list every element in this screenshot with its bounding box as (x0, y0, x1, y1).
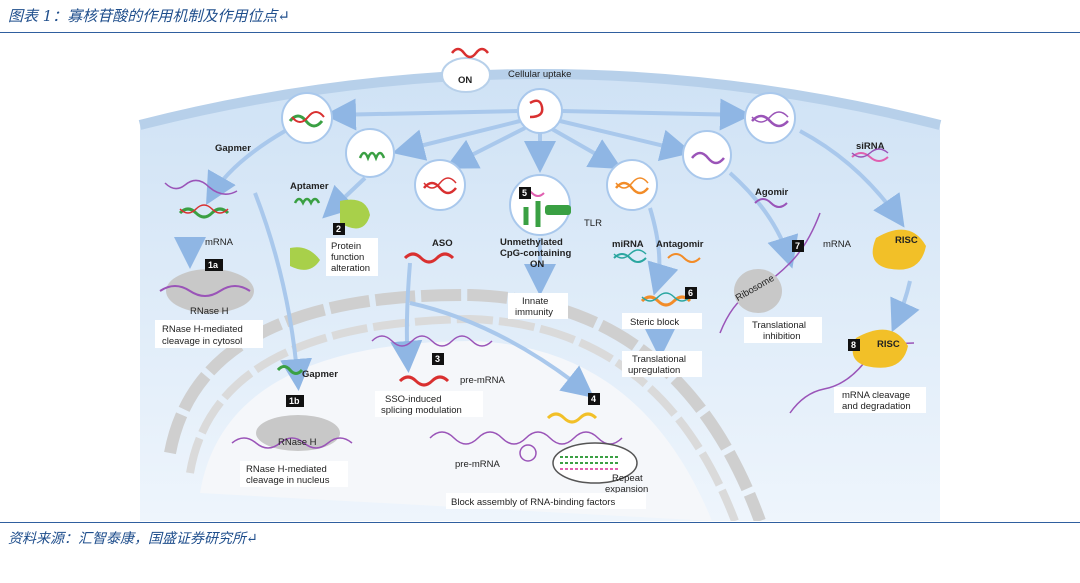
rnase-h-nucleus-label: RNase H (278, 437, 317, 448)
caption-1a-1: RNase H-mediated (162, 324, 243, 335)
rnase-h-label: RNase H (190, 306, 229, 317)
pathway-6: miRNA Antagomir (612, 239, 704, 307)
repeat-label-line1: Repeat (612, 473, 643, 484)
sirna-label: siRNA (856, 141, 885, 152)
svg-text:4: 4 (591, 394, 596, 404)
caption-5-1: Innate (522, 296, 548, 307)
unmethylated-line2: CpG-containing (500, 248, 571, 259)
caption-3-1: SSO-induced (385, 394, 442, 405)
repeat-label-line2: expansion (605, 484, 648, 495)
cellular-uptake-label: Cellular uptake (508, 69, 571, 80)
svg-text:6: 6 (688, 288, 693, 298)
num-box-5 (519, 187, 531, 199)
top-rule (0, 32, 1080, 33)
central-on (517, 88, 563, 134)
on-label: ON (458, 75, 472, 86)
mirna-label: miRNA (612, 239, 644, 250)
mrna-label: mRNA (205, 237, 234, 248)
risc-label: RISC (895, 235, 918, 246)
num-box-1a (205, 259, 223, 271)
pathway-4: pre-mRNA Repeat expansion (429, 412, 648, 495)
pathway-8: siRNA RISC RISC (789, 141, 926, 414)
cell-membrane (138, 69, 942, 130)
num-box-6 (685, 287, 697, 299)
caption-1b-1: RNase H-mediated (246, 464, 327, 475)
gapmer-nucleus-label: Gapmer (302, 369, 338, 380)
caption-2-3: alteration (331, 263, 370, 274)
tlr-label: TLR (584, 218, 602, 229)
caption-2-2: function (331, 252, 364, 263)
agomir-label: Agomir (755, 187, 789, 198)
pre-mrna-label: pre-mRNA (460, 375, 506, 386)
num-box-1b (286, 395, 304, 407)
num-box-3 (432, 353, 444, 365)
pathway-arrows (174, 129, 920, 398)
risc2-label: RISC (877, 339, 900, 350)
distribution-arrows (324, 98, 752, 173)
svg-text:1a: 1a (208, 260, 219, 270)
num-box-2 (333, 223, 345, 235)
svg-text:1b: 1b (289, 396, 300, 406)
caption-5-2: immunity (515, 307, 553, 318)
translational-upregulation-1: Translational (632, 354, 686, 365)
on-entry: ON Cellular uptake (441, 47, 571, 93)
mrna-right-label: mRNA (823, 239, 852, 250)
caption-8-1: mRNA cleavage (842, 390, 910, 401)
captions: RNase H-mediated cleavage in cytosol RNa… (155, 238, 926, 509)
caption-1a-2: cleavage in cytosol (162, 336, 242, 347)
pathway-1a: Gapmer mRNA RNase H (159, 143, 254, 317)
svg-text:2: 2 (336, 224, 341, 234)
mechanism-diagram: ON Cellular uptake (138, 47, 942, 521)
pathway-7: Agomir mRNA Ribosome (719, 187, 852, 334)
pathway-3: ASO pre-mRNA (371, 238, 506, 387)
number-boxes: 1a 1b 2 3 4 5 6 7 8 (205, 187, 860, 407)
svg-text:8: 8 (851, 340, 856, 350)
caption-3-2: splicing modulation (381, 405, 462, 416)
caption-4: Block assembly of RNA-binding factors (451, 497, 615, 508)
caption-1b-2: cleavage in nucleus (246, 475, 330, 486)
svg-text:7: 7 (795, 241, 800, 251)
pre-mrna2-label: pre-mRNA (455, 459, 501, 470)
antagomir-label: Antagomir (656, 239, 704, 250)
caption-6: Steric block (630, 317, 679, 328)
pathway-1b: Gapmer RNase H (231, 365, 353, 451)
pathway-5: TLR Unmethylated CpG-containing ON (500, 189, 602, 270)
figure-title: 图表 1：寡核苷酸的作用机制及作用位点↵ (8, 7, 290, 25)
caption-7-1: Translational (752, 320, 806, 331)
caption-2-1: Protein (331, 241, 361, 252)
translational-upregulation-2: upregulation (628, 365, 680, 376)
source-note: 资料来源：汇智泰康，国盛证券研究所↵ (8, 531, 258, 547)
gapmer-label: Gapmer (215, 143, 251, 154)
bottom-rule (0, 522, 1080, 523)
svg-text:3: 3 (435, 354, 440, 364)
caption-8-2: and degradation (842, 401, 911, 412)
num-box-7 (792, 240, 804, 252)
pathway-2: Aptamer (290, 181, 370, 270)
num-box-4 (588, 393, 600, 405)
aso-label: ASO (432, 238, 453, 249)
unmethylated-line3: ON (530, 259, 544, 270)
svg-text:5: 5 (522, 188, 527, 198)
unmethylated-line1: Unmethylated (500, 237, 563, 248)
num-box-8 (848, 339, 860, 351)
aptamer-label: Aptamer (290, 181, 329, 192)
caption-7-2: inhibition (763, 331, 801, 342)
